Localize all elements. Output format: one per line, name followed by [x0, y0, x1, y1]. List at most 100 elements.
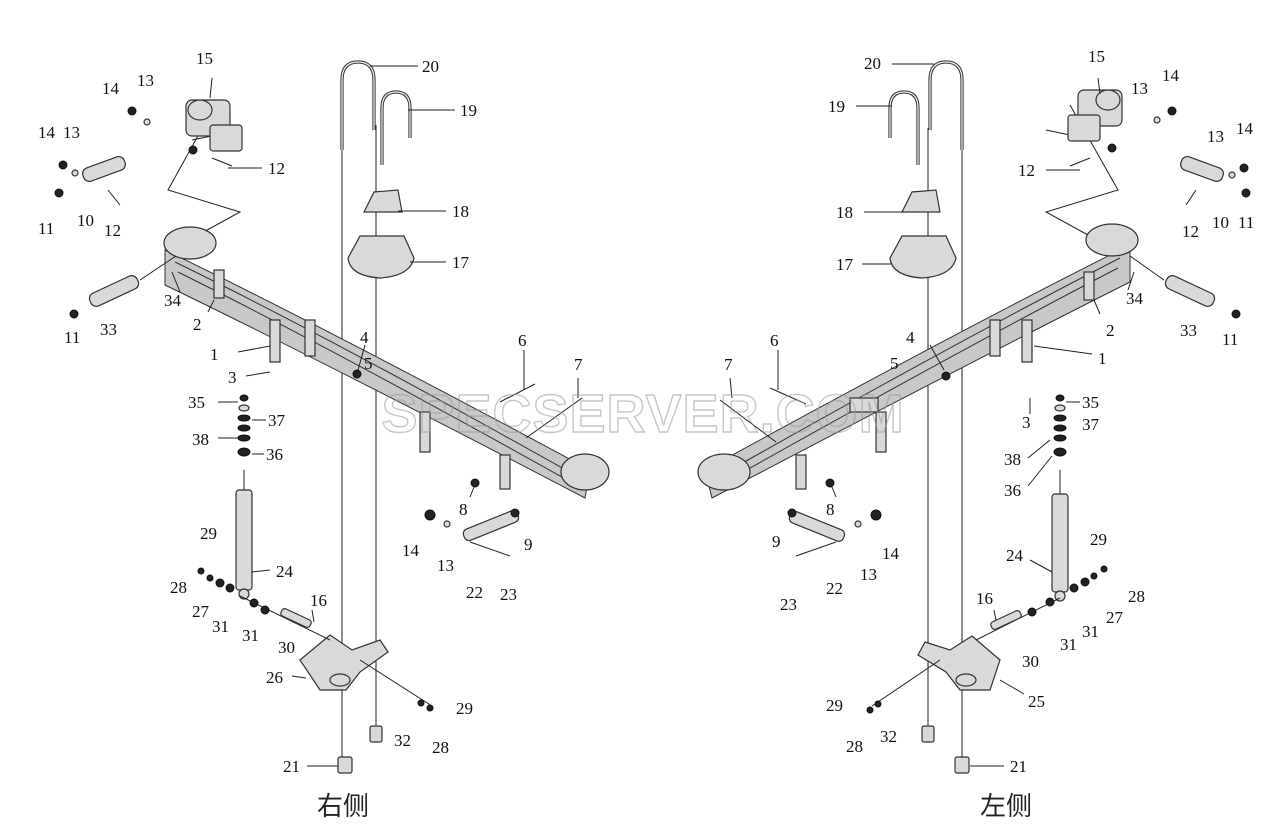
callout-5: 5: [364, 354, 373, 373]
callout-13: 13: [437, 556, 454, 575]
callout-23: 23: [500, 585, 517, 604]
callout-12: 12: [1018, 161, 1035, 180]
callout-14: 14: [1162, 66, 1180, 85]
callout-27: 27: [192, 602, 210, 621]
spacer-block-18: [901, 189, 941, 213]
shock-absorber-washers: [237, 394, 251, 457]
callout-11: 11: [38, 219, 54, 238]
callout-9: 9: [772, 532, 781, 551]
callout-4: 4: [906, 328, 915, 347]
callout-11: 11: [64, 328, 80, 347]
bushing-31: [225, 583, 235, 593]
callout-29: 29: [826, 696, 843, 715]
bolt-16: [990, 609, 1022, 631]
bolt-head-29: [1100, 565, 1108, 573]
callout-34: 34: [1126, 289, 1144, 308]
callout-19: 19: [828, 97, 845, 116]
washer-30: [260, 605, 270, 615]
shock-absorber-24: [1051, 470, 1069, 602]
callout-30: 30: [278, 638, 295, 657]
callout-6: 6: [518, 331, 527, 350]
nut-14: [1167, 106, 1177, 116]
bracket-25: [917, 635, 1001, 691]
callout-31: 31: [212, 617, 229, 636]
callout-10: 10: [1212, 213, 1229, 232]
bolt-16: [280, 607, 312, 629]
pin-33: [88, 275, 140, 307]
nut-28: [1090, 572, 1098, 580]
callout-14: 14: [402, 541, 420, 560]
callout-17: 17: [836, 255, 854, 274]
u-bolt-20: [928, 60, 964, 150]
callout-11: 11: [1238, 213, 1254, 232]
bushing-31: [1045, 597, 1055, 607]
nut-14: [424, 509, 436, 521]
callout-14: 14: [882, 544, 900, 563]
left-leader-lines: [729, 63, 1135, 767]
callout-2: 2: [1106, 321, 1115, 340]
callout-12: 12: [104, 221, 121, 240]
callout-1: 1: [1098, 349, 1107, 368]
nut-11: [1241, 188, 1251, 198]
washer-27: [1080, 577, 1090, 587]
callout-9: 9: [524, 535, 533, 554]
callout-28: 28: [1128, 587, 1145, 606]
washer-13: [443, 520, 451, 528]
callout-6: 6: [770, 331, 779, 350]
callout-37: 37: [268, 411, 286, 430]
nut-9: [787, 508, 797, 518]
nut-28: [426, 704, 434, 712]
callout-13: 13: [1131, 79, 1148, 98]
right-side-assembly-view: 20 19 15 14 13 14 13 12 11 10 12 18 17 3…: [38, 49, 610, 776]
callout-1: 1: [210, 345, 219, 364]
spacer-block-18: [363, 189, 403, 213]
callout-13: 13: [137, 71, 154, 90]
callout-24: 24: [276, 562, 294, 581]
callout-33: 33: [100, 320, 117, 339]
callout-7: 7: [724, 355, 733, 374]
callout-25: 25: [1028, 692, 1045, 711]
bolt-23: [469, 541, 511, 557]
callout-16: 16: [310, 591, 327, 610]
callout-12: 12: [268, 159, 285, 178]
nut-5: [352, 369, 362, 379]
callout-35: 35: [188, 393, 205, 412]
callout-15: 15: [196, 49, 213, 68]
callout-14: 14: [38, 123, 56, 142]
callout-30: 30: [1022, 652, 1039, 671]
callout-13: 13: [63, 123, 80, 142]
callout-29: 29: [1090, 530, 1107, 549]
callout-18: 18: [452, 202, 469, 221]
callout-18: 18: [836, 203, 853, 222]
nut-28: [206, 574, 214, 582]
callout-38: 38: [1004, 450, 1021, 469]
callout-26: 26: [266, 668, 283, 687]
bolt-7: [719, 399, 777, 443]
callout-10: 10: [77, 211, 94, 230]
bushing-31: [249, 598, 259, 608]
callout-27: 27: [1106, 608, 1124, 627]
callout-31: 31: [242, 626, 259, 645]
nut-14: [870, 509, 882, 521]
callout-14: 14: [1236, 119, 1254, 138]
nut-8: [825, 478, 835, 488]
nut-9: [510, 508, 520, 518]
callout-15: 15: [1088, 47, 1105, 66]
nut-cap: [369, 725, 383, 743]
washer-32: [417, 699, 425, 707]
washer-13: [143, 118, 151, 126]
left-side-assembly-view: 20 19 15 14 13 13 14 12 12 10 11 18 17 3…: [697, 47, 1254, 776]
nut-11: [69, 309, 79, 319]
callout-5: 5: [890, 354, 899, 373]
bushing-31: [1069, 583, 1079, 593]
callout-32: 32: [394, 731, 411, 750]
nut-11: [54, 188, 64, 198]
callout-8: 8: [459, 500, 468, 519]
watermark-text: SPECSERVER.COM: [381, 384, 904, 444]
callout-19: 19: [460, 101, 477, 120]
callout-24: 24: [1006, 546, 1024, 565]
pin-10: [82, 155, 126, 183]
washer-32: [874, 700, 882, 708]
callout-35: 35: [1082, 393, 1099, 412]
